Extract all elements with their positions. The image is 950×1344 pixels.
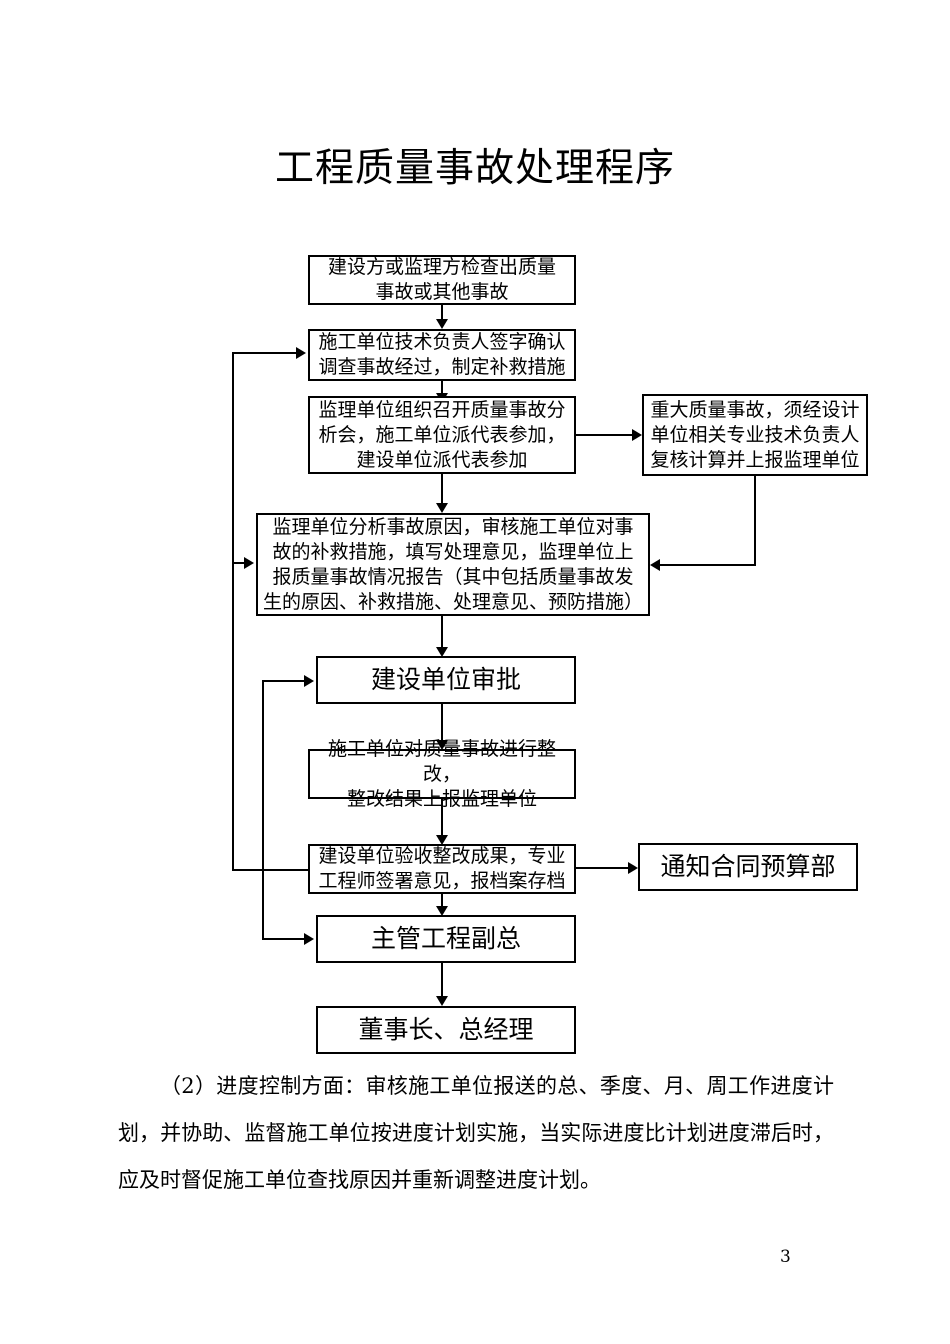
node-label: 监理单位组织召开质量事故分 析会，施工单位派代表参加， 建设单位派代表参加: [318, 398, 566, 471]
connector-n3-n4-line: [576, 434, 634, 436]
connector-n1-n2-line: [441, 305, 443, 322]
connector-n2-n3-line: [441, 381, 443, 397]
flowchart-node-owner-acceptance: 建设单位验收整改成果，专业 工程师签署意见，报档案存档: [308, 844, 576, 894]
node-label: 监理单位分析事故原因，审核施工单位对事 故的补救措施，填写处理意见，监理单位上 …: [262, 515, 643, 613]
node-label: 重大质量事故，须经设计 单位相关专业技术负责人 复核计算并上报监理单位: [650, 398, 860, 471]
connector-n5-n6-line: [441, 616, 443, 650]
feedback-outer-rail-vline: [232, 352, 234, 871]
flowchart-node-owner-approval: 建设单位审批: [316, 656, 576, 704]
feedback-outer-to-n5-arrow: [244, 557, 254, 569]
page-number: 3: [780, 1247, 791, 1267]
flowchart-node-detect-accident: 建设方或监理方检查出质量 事故或其他事故: [308, 255, 576, 305]
body-paragraph: （2）进度控制方面：审核施工单位报送的总、季度、月、周工作进度计划，并协助、监督…: [118, 1074, 834, 1192]
connector-n3-n4-arrow: [632, 429, 642, 441]
flowchart-node-rectification: 施工单位对质量事故进行整改， 整改结果上报监理单位: [308, 738, 576, 810]
node-label: 施工单位技术负责人签字确认 调查事故经过，制定补救措施: [318, 331, 566, 378]
flowchart-node-notify-contract-dept: 通知合同预算部: [638, 843, 858, 891]
connector-n6-n7-line: [441, 704, 443, 746]
connector-n3-n5-arrow: [436, 503, 448, 513]
node-label: 施工单位对质量事故进行整改， 整改结果上报监理单位: [327, 737, 556, 810]
connector-n8-n9-arrow: [628, 862, 638, 874]
flowchart-node-contractor-signoff: 施工单位技术负责人签字确认 调查事故经过，制定补救措施: [308, 329, 576, 381]
feedback-inner-to-n6-hline: [262, 680, 306, 682]
node-label: 主管工程副总: [370, 924, 521, 953]
feedback-outer-to-n5-hline: [232, 562, 246, 564]
connector-n7-n8-arrow: [436, 835, 448, 845]
connector-n7-n8-line: [441, 799, 443, 841]
connector-n6-n7-arrow: [436, 740, 448, 750]
flowchart-node-supervisor-report: 监理单位分析事故原因，审核施工单位对事 故的补救措施，填写处理意见，监理单位上 …: [256, 513, 650, 616]
feedback-inner-rail-vline: [262, 680, 264, 940]
connector-n8-n10-line: [441, 894, 443, 914]
flowchart-node-major-accident-review: 重大质量事故，须经设计 单位相关专业技术负责人 复核计算并上报监理单位: [642, 394, 868, 476]
feedback-outer-to-n2-hline: [232, 352, 298, 354]
connector-n8-n9-line: [576, 867, 630, 869]
node-label: 董事长、总经理: [358, 1015, 534, 1044]
node-label: 建设单位审批: [370, 665, 521, 694]
node-label: 通知合同预算部: [660, 852, 836, 881]
connector-n5-n6-arrow: [436, 647, 448, 657]
feedback-inner-to-n10-arrow: [304, 933, 314, 945]
page-title: 工程质量事故处理程序: [274, 146, 675, 191]
flowchart-node-chairman-gm: 董事长、总经理: [316, 1006, 576, 1054]
connector-n10-n11-arrow: [436, 996, 448, 1006]
flowchart-node-analysis-meeting: 监理单位组织召开质量事故分 析会，施工单位派代表参加， 建设单位派代表参加: [308, 396, 576, 474]
node-label: 建设方或监理方检查出质量 事故或其他事故: [327, 256, 556, 303]
node-label: 建设单位验收整改成果，专业 工程师签署意见，报档案存档: [318, 845, 566, 892]
connector-n3-n5-line: [441, 474, 443, 506]
flowchart-node-vp-engineering: 主管工程副总: [316, 915, 576, 963]
connector-n4-n5-arrow: [650, 559, 660, 571]
connector-n4-n5-vline: [754, 476, 756, 566]
feedback-outer-to-n2-arrow: [296, 347, 306, 359]
connector-n8-n10-arrow: [436, 906, 448, 916]
connector-n1-n2-arrow: [436, 319, 448, 329]
feedback-inner-to-n6-arrow: [304, 675, 314, 687]
feedback-inner-to-n10-hline: [262, 938, 306, 940]
connector-n10-n11-line: [441, 963, 443, 1001]
feedback-outer-tap-hline: [232, 869, 310, 871]
connector-n4-n5-hline: [660, 564, 756, 566]
